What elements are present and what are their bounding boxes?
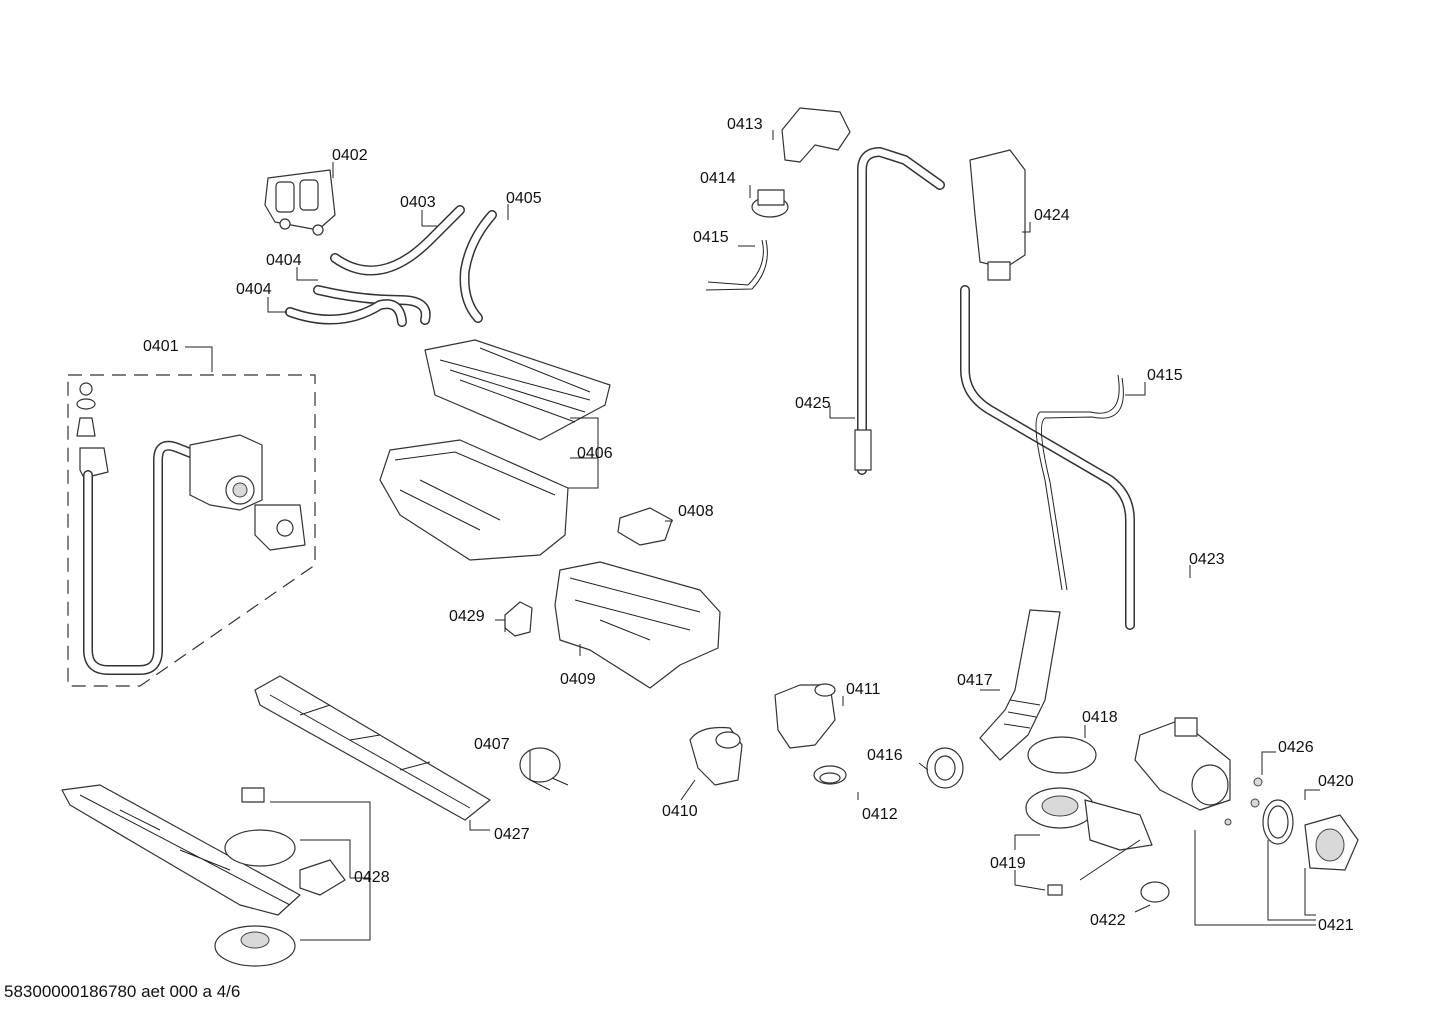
part-label-0429: 0429	[449, 608, 485, 625]
part-0426-screws	[1224, 777, 1263, 826]
part-0422-clamp	[1140, 881, 1170, 903]
part-label-0415-a: 0415	[693, 229, 729, 246]
part-label-0415-b: 0415	[1147, 367, 1183, 384]
part-0424-chamber	[969, 149, 1026, 281]
part-label-0427: 0427	[494, 826, 530, 843]
part-label-0423: 0423	[1189, 551, 1225, 568]
part-label-0408: 0408	[678, 503, 714, 520]
part-label-0411: 0411	[846, 681, 881, 698]
part-label-0401: 0401	[143, 338, 179, 355]
part-0411-elbow	[774, 683, 836, 749]
part-label-0409: 0409	[560, 671, 596, 688]
part-label-0402: 0402	[332, 147, 368, 164]
part-0419-sump	[1025, 787, 1153, 896]
part-label-0419: 0419	[990, 855, 1026, 872]
part-label-0406: 0406	[577, 445, 613, 462]
part-pump-housing	[1134, 717, 1231, 811]
part-label-0403: 0403	[400, 194, 436, 211]
part-0404-hoses	[285, 285, 431, 327]
part-0418-clamp	[1027, 736, 1097, 774]
part-label-0426: 0426	[1278, 739, 1314, 756]
part-0410-elbow	[689, 726, 743, 786]
part-0415-tube	[705, 239, 768, 291]
part-label-0422: 0422	[1090, 912, 1126, 929]
document-footer-id: 58300000186780 aet 000 a 4/6	[4, 982, 241, 1001]
part-label-0420: 0420	[1318, 773, 1354, 790]
part-label-0418: 0418	[1082, 709, 1118, 726]
part-label-0404-b: 0404	[236, 281, 272, 298]
part-0417-sump-hose	[979, 609, 1061, 761]
part-label-0416: 0416	[867, 747, 903, 764]
part-0412-clamp	[813, 765, 847, 785]
part-label-0410: 0410	[662, 803, 698, 820]
part-0405-hose	[459, 210, 497, 323]
part-0401-inlet-assembly	[67, 374, 316, 687]
part-label-0425: 0425	[795, 395, 831, 412]
part-0406-dispenser	[379, 339, 611, 561]
part-label-0421: 0421	[1318, 917, 1354, 934]
part-0414-sensor	[751, 189, 789, 218]
part-0413-bracket	[781, 107, 851, 163]
part-label-0414: 0414	[700, 170, 736, 187]
part-0429-clip	[504, 601, 533, 637]
part-0415-tube-b	[1035, 374, 1124, 591]
part-0420-seal	[1262, 799, 1294, 845]
part-0428-base	[61, 784, 346, 967]
part-0423-hose	[960, 285, 1135, 630]
part-label-0428: 0428	[354, 869, 390, 886]
part-0416-clamp	[926, 747, 964, 789]
part-0425-hose	[854, 146, 945, 475]
part-0421-filter	[1304, 814, 1359, 871]
part-0403-hose	[330, 205, 465, 276]
part-label-0404-a: 0404	[266, 252, 302, 269]
part-0427-bracket	[254, 675, 491, 821]
part-label-0413: 0413	[727, 116, 763, 133]
part-label-0424: 0424	[1034, 207, 1070, 224]
part-0402-valve	[264, 169, 336, 236]
part-label-0417: 0417	[957, 672, 993, 689]
part-0408-clip	[617, 507, 673, 546]
leader-lines	[185, 130, 1320, 941]
part-label-0405: 0405	[506, 190, 542, 207]
part-0407-clamp	[519, 747, 569, 786]
part-label-0412: 0412	[862, 806, 898, 823]
part-label-0407: 0407	[474, 736, 510, 753]
part-0409-drawer	[554, 561, 721, 689]
